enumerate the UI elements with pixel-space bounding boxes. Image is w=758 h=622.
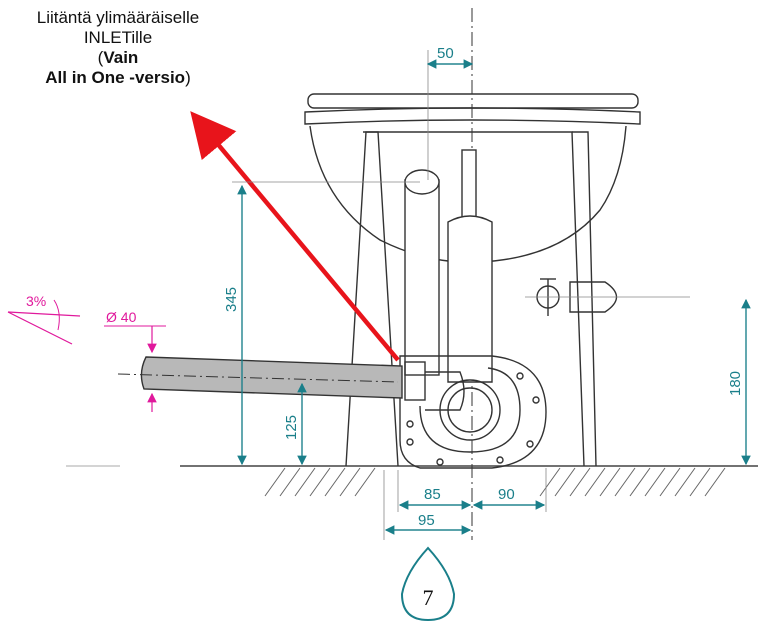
dim-125-text: 125 [283,415,300,440]
callout-line-2: INLETille [83,28,153,47]
valve [525,278,690,316]
dim-85-text: 85 [424,486,441,503]
dim-50-text: 50 [437,45,454,62]
dimension-85: 85 [397,470,472,512]
inlet-arrow [190,111,400,362]
step-drop-badge: 7 [400,546,456,622]
dimension-50: 50 [426,45,474,180]
dimension-345: 345 [223,181,420,466]
dim-180-text: 180 [727,371,744,396]
toilet-frame [345,131,597,467]
slope-indicator: 3% [7,293,81,345]
callout-line-1: Liitäntä ylimääräiselle [36,8,200,27]
dimension-180: 180 [727,298,751,466]
dimension-95: 95 [383,470,472,540]
dim-90-text: 90 [498,486,515,503]
callout-text: Liitäntä ylimääräiselle INLETille (Vain … [0,8,236,88]
drain-pipe [140,356,403,399]
slope-text: 3% [26,293,46,309]
internal-pipes [404,149,493,383]
pipe-diameter: Ø 40 [104,309,166,412]
callout-line-4: All in One -versio) [45,68,191,87]
floor [66,465,758,497]
dimension-90: 90 [472,468,547,512]
dim-95-text: 95 [418,512,435,529]
step-number: 7 [423,585,434,610]
pump-unit [399,355,547,469]
dimension-125: 125 [283,382,307,466]
dim-345-text: 345 [223,287,240,312]
callout-line-3: (Vain [97,48,139,67]
diameter-text: Ø 40 [106,309,137,325]
toilet-seat [304,93,641,125]
